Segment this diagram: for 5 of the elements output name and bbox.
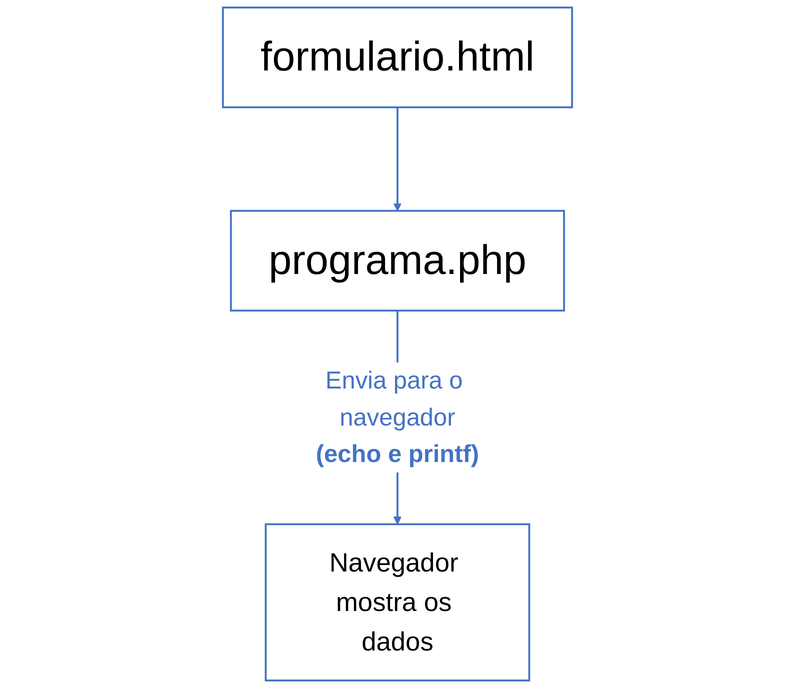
node-box: Navegador mostra os dados — [264, 523, 530, 682]
edge-label: Envia para o navegador (echo e printf) — [316, 366, 480, 468]
node-box: formulario.html — [222, 6, 574, 108]
node-box: programa.php — [230, 210, 565, 312]
arrow — [393, 107, 402, 212]
